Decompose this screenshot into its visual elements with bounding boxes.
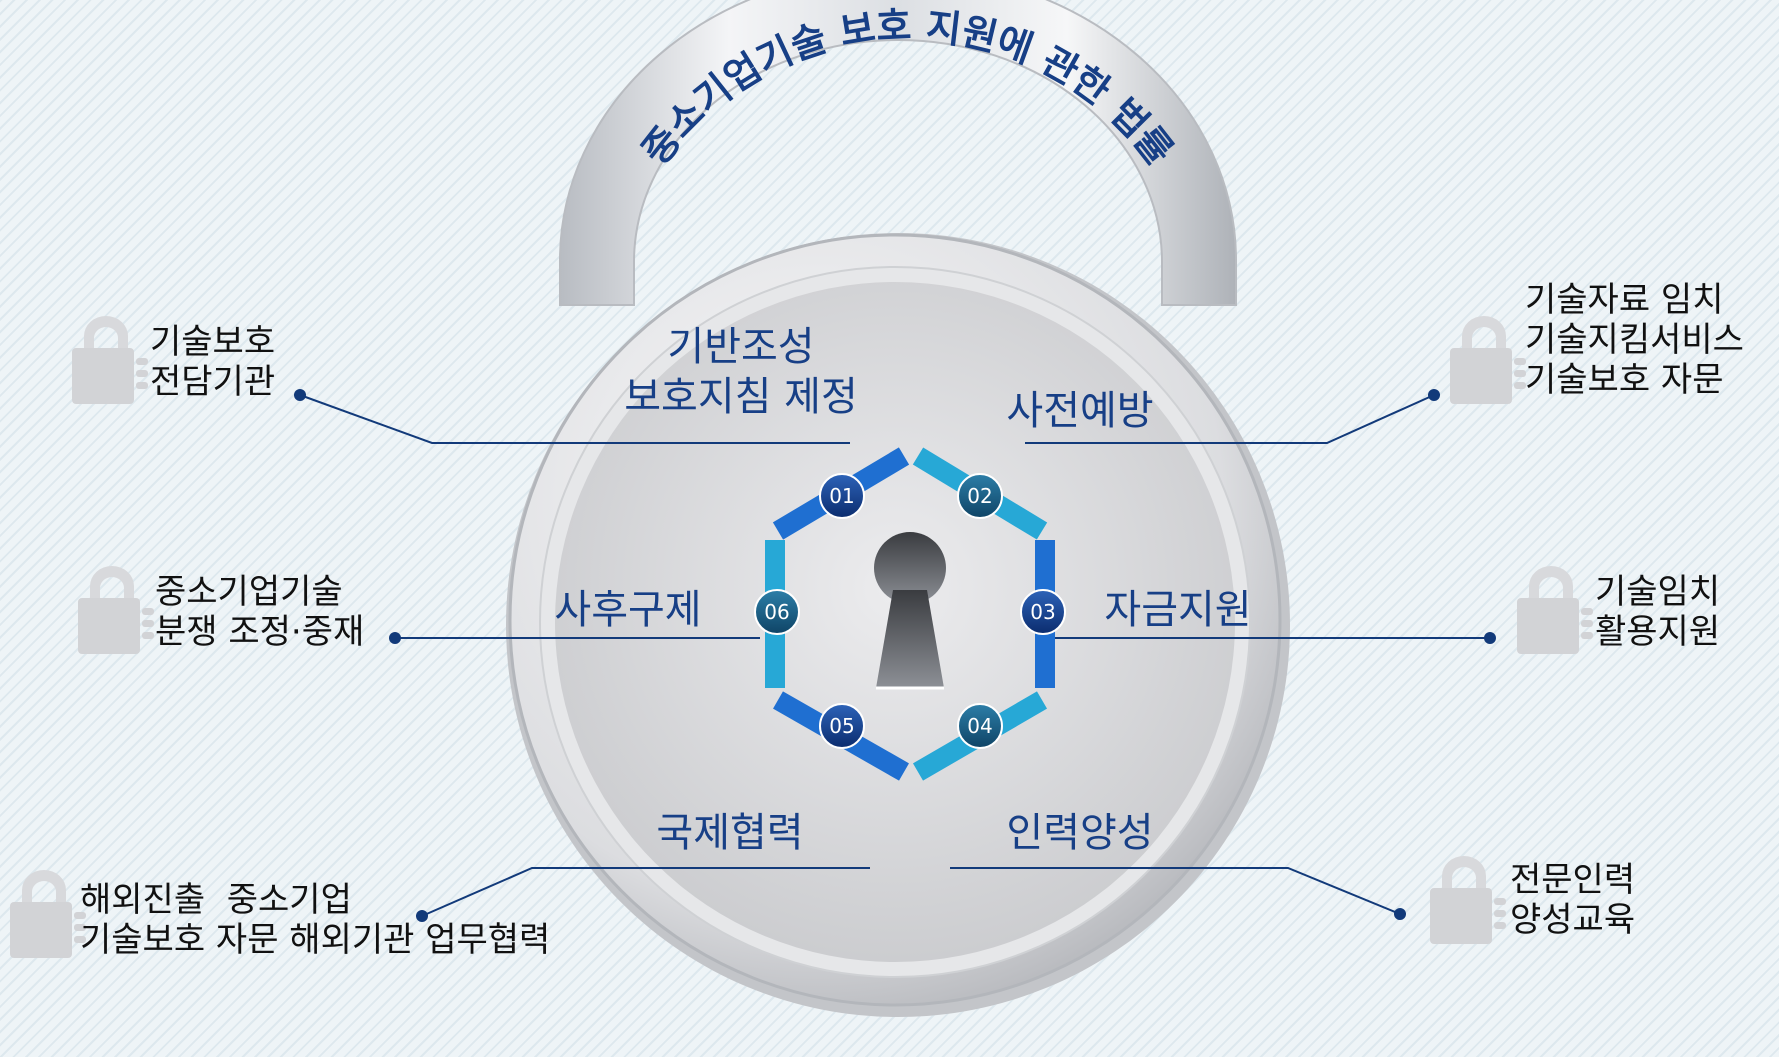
category-05-line-1: 국제협력	[656, 810, 804, 856]
padlock-icon	[1430, 856, 1506, 944]
callout-right-top-line-1: 기술자료 임치	[1525, 280, 1724, 320]
callout-left-bottom-line-2: 기술보호 자문 해외기관 업무협력	[80, 920, 551, 960]
callout-left-top-line-2: 전담기관	[150, 362, 276, 402]
leader-dots	[294, 389, 1496, 922]
badge-03	[1020, 589, 1066, 635]
callout-right-bottom: 전문인력 양성교육	[1510, 860, 1635, 940]
callout-left-top-line-1: 기술보호	[150, 322, 276, 362]
callout-left-bottom-line-1: 해외진출 중소기업	[80, 880, 352, 920]
badge-02	[957, 473, 1003, 519]
padlock-icon	[1517, 566, 1593, 654]
padlock-icon	[1450, 316, 1526, 404]
badge-06-label: 06	[764, 600, 789, 624]
callout-right-top-line-3: 기술보호 자문	[1525, 360, 1724, 400]
badge-01	[819, 473, 865, 519]
badge-04-label: 04	[967, 714, 992, 738]
category-02-line-1: 사전예방	[1006, 388, 1154, 434]
category-06-label: 사후구제	[538, 585, 718, 635]
callout-right-top: 기술자료 임치 기술지킴서비스 기술보호 자문	[1525, 280, 1744, 400]
badge-06	[754, 589, 800, 635]
callout-right-bottom-line-2: 양성교육	[1510, 900, 1636, 940]
category-01-line-2: 보호지침 제정	[624, 374, 858, 420]
callout-right-mid-line-1: 기술임치	[1595, 572, 1721, 612]
category-01-label: 기반조성 보호지침 제정	[616, 322, 866, 422]
leader-lines	[299, 394, 1490, 917]
callout-right-bottom-line-1: 전문인력	[1510, 860, 1636, 900]
callout-left-bottom: 해외진출 중소기업 기술보호 자문 해외기관 업무협력	[80, 880, 550, 960]
category-03-label: 자금지원	[1088, 585, 1268, 635]
category-01-line-1: 기반조성	[667, 324, 815, 370]
callout-left-mid: 중소기업기술 분쟁 조정·중재	[155, 572, 364, 652]
category-04-line-1: 인력양성	[1006, 810, 1154, 856]
callout-left-mid-line-2: 분쟁 조정·중재	[155, 612, 365, 652]
callout-right-mid: 기술임치 활용지원	[1595, 572, 1720, 652]
padlock-icon	[10, 870, 86, 958]
callout-right-mid-line-2: 활용지원	[1595, 612, 1721, 652]
padlock-icon	[72, 316, 148, 404]
category-02-label: 사전예방	[990, 386, 1170, 436]
badge-05	[819, 703, 865, 749]
badge-05-label: 05	[829, 714, 854, 738]
side-padlocks	[10, 316, 1593, 958]
badge-04	[957, 703, 1003, 749]
padlock-icon	[78, 566, 154, 654]
category-04-label: 인력양성	[990, 808, 1170, 858]
callout-left-top: 기술보호 전담기관	[150, 322, 275, 402]
category-06-line-1: 사후구제	[554, 587, 702, 633]
keyhole-icon	[874, 532, 946, 690]
badge-02-label: 02	[967, 484, 992, 508]
category-03-line-1: 자금지원	[1104, 587, 1252, 633]
callout-right-top-line-2: 기술지킴서비스	[1525, 320, 1744, 360]
category-05-label: 국제협력	[640, 808, 820, 858]
badge-03-label: 03	[1030, 600, 1055, 624]
badge-01-label: 01	[829, 484, 854, 508]
number-badges: 01 02 03 04 05 06	[754, 473, 1066, 749]
shackle	[559, 0, 1237, 306]
callout-left-mid-line-1: 중소기업기술	[155, 572, 343, 612]
